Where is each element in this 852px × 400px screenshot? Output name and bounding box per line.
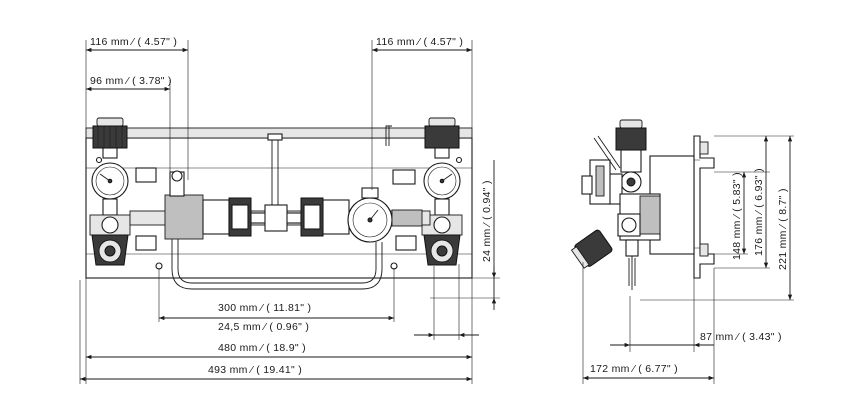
right-label-plates <box>392 169 417 251</box>
left-label-plates <box>135 167 157 251</box>
dim-493: 493 mm ⁄ ( 19.41" ) <box>208 364 302 376</box>
central-manifold <box>129 133 431 290</box>
front-dimensions: 116 mm ⁄ ( 4.57" ) 96 mm ⁄ ( 3.78" ) 116… <box>79 36 500 384</box>
dim-480: 480 mm ⁄ ( 18.9" ) <box>218 342 306 354</box>
dim-176: 176 mm ⁄ ( 6.93" ) <box>753 168 765 256</box>
dim-87: 87 mm ⁄ ( 3.43" ) <box>700 331 782 343</box>
dim-24: 24 mm ⁄ ( 0.94" ) <box>481 180 493 262</box>
dim-116-left: 116 mm ⁄ ( 4.57" ) <box>90 36 177 48</box>
right-regulator <box>421 117 463 266</box>
front-view <box>85 117 473 290</box>
side-view: 148 mm ⁄ ( 5.83" ) 176 mm ⁄ ( 6.93" ) 22… <box>570 119 794 384</box>
dim-300: 300 mm ⁄ ( 11.81" ) <box>218 302 311 314</box>
left-regulator <box>89 117 131 266</box>
dim-96: 96 mm ⁄ ( 3.78" ) <box>90 75 172 87</box>
dim-148: 148 mm ⁄ ( 5.83" ) <box>731 172 743 260</box>
side-regulator <box>570 119 661 290</box>
dim-116-right: 116 mm ⁄ ( 4.57" ) <box>376 36 463 48</box>
dim-221: 221 mm ⁄ ( 8.7" ) <box>777 188 789 270</box>
dim-24-5: 24,5 mm ⁄ ( 0.96" ) <box>218 321 309 333</box>
dim-172: 172 mm ⁄ ( 6.77" ) <box>590 363 678 375</box>
